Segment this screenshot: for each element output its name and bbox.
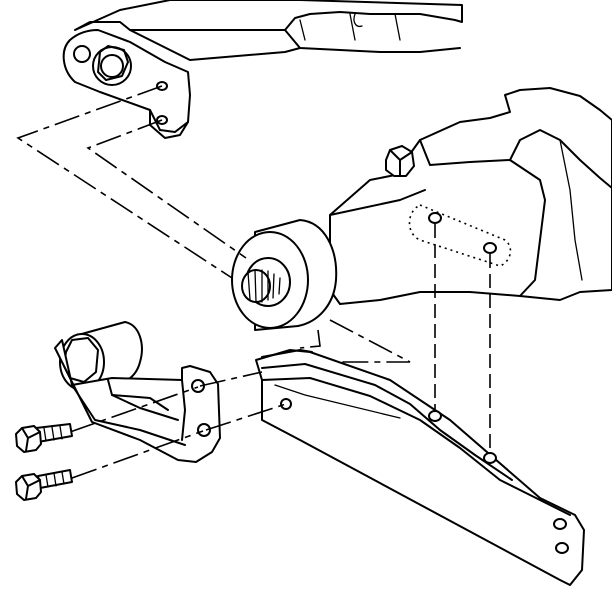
lower-bracket: [54, 339, 221, 463]
upper-mounting-flange: [62, 29, 191, 139]
alignment-lines-lower: [69, 371, 287, 479]
alignment-lines-upper: [16, 85, 411, 363]
mounting-bolt: [15, 469, 73, 501]
gear-mounting-bracket: [329, 87, 612, 305]
mounting-bolt: [15, 423, 73, 453]
alignment-lines-vertical: [434, 224, 491, 450]
hex-bolt-head: [385, 145, 415, 177]
steering-gear-housing: [74, 0, 463, 61]
pitman-shaft: [231, 219, 338, 331]
frame-crossmember: [255, 349, 585, 586]
